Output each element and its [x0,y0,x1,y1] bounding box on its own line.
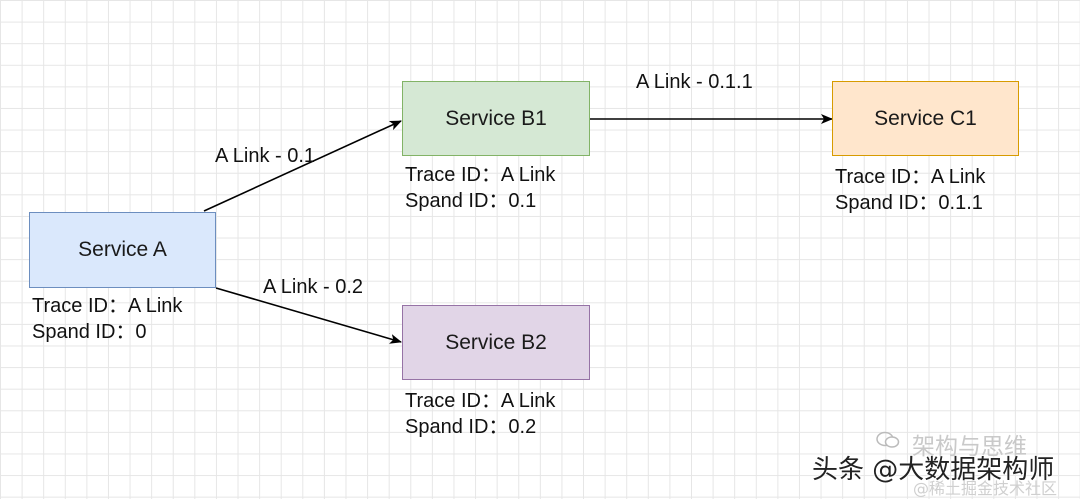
edge-label-a-to-b1: A Link - 0.1 [215,145,316,167]
service-a-label: Service A [78,238,167,261]
edge-label-b1-to-c1: A Link - 0.1.1 [636,71,753,93]
service-c1-span-id: Spand ID：0.1.1 [835,192,983,214]
service-c1-trace-id: Trace ID：A Link [835,166,986,188]
service-b1-info: Trace ID：A Link Spand ID：0.1 [405,162,555,214]
service-b1-span-id: Spand ID：0.1 [405,190,537,212]
service-c1-info: Trace ID：A Link Spand ID：0.1.1 [835,164,985,216]
service-c1-label: Service C1 [874,106,977,130]
service-a-span-id: Spand ID：0 [32,321,147,343]
service-b1-node[interactable]: Service B1 [402,81,590,156]
watermark-line-1: 架构与思维 [912,434,1027,460]
service-c1-node[interactable]: Service C1 [832,81,1019,156]
service-b2-trace-id: Trace ID：A Link [405,390,556,412]
edge-a-to-b2 [215,287,402,344]
watermark-line-2: 头条 @大数据架构师 [812,455,1055,485]
service-a-trace-id: Trace ID：A Link [32,295,183,317]
service-b1-trace-id: Trace ID：A Link [405,164,556,186]
service-b2-node[interactable]: Service B2 [402,305,590,380]
service-b2-span-id: Spand ID：0.2 [405,416,537,438]
service-a-info: Trace ID：A Link Spand ID：0 [32,293,182,345]
service-b2-label: Service B2 [445,330,547,354]
service-b1-label: Service B1 [445,106,547,130]
edge-a-to-b1 [203,120,402,212]
wechat-icon [876,431,900,454]
watermark-line-3: @稀土掘金技术社区 [913,479,1058,498]
edge-label-a-to-b2: A Link - 0.2 [263,276,364,298]
service-a-node[interactable]: Service A [29,212,216,288]
service-b2-info: Trace ID：A Link Spand ID：0.2 [405,388,555,440]
